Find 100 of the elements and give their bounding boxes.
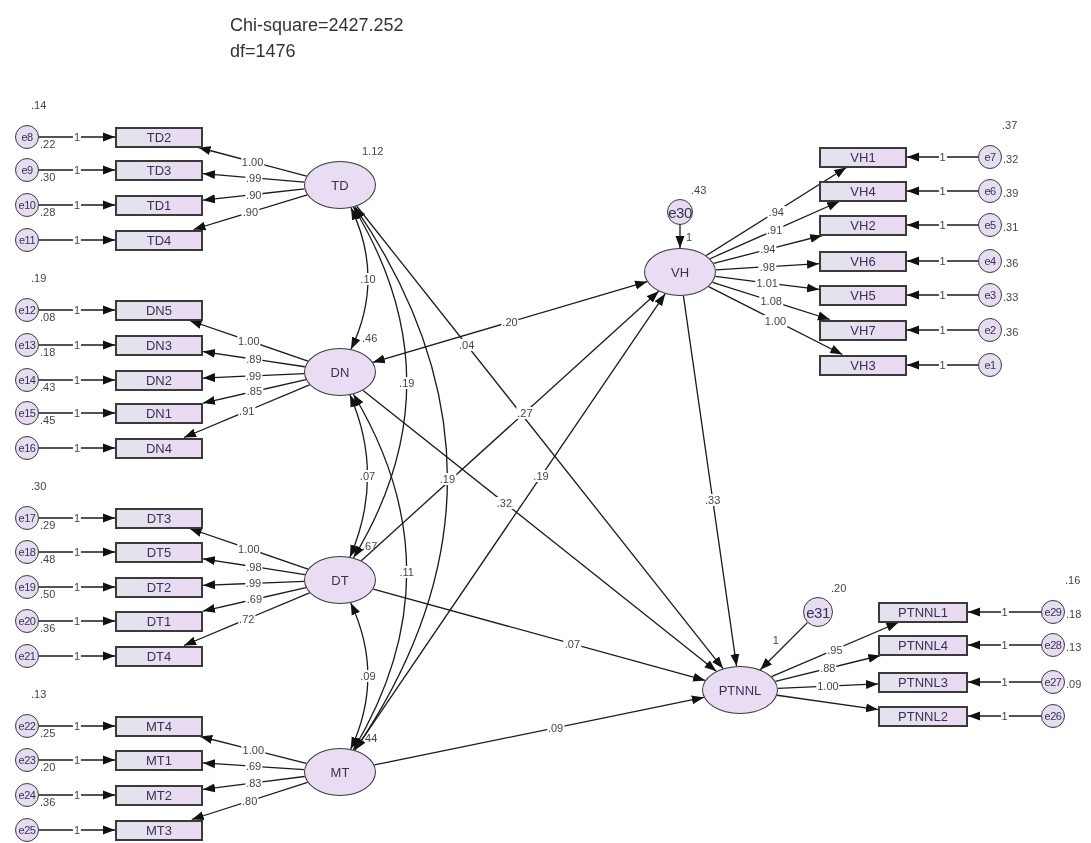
estimate-label: .36 bbox=[1003, 326, 1019, 338]
edge-label: 1 bbox=[72, 720, 82, 732]
estimate-label: .39 bbox=[1003, 187, 1019, 199]
edge-label: .20 bbox=[501, 316, 519, 328]
estimate-label: .29 bbox=[40, 519, 56, 531]
edge-label: 1 bbox=[72, 131, 82, 143]
arrow bbox=[709, 200, 840, 260]
edge-label: 1 bbox=[938, 289, 947, 301]
observed-variable-box: MT3 bbox=[115, 819, 203, 841]
observed-variable-box: MT4 bbox=[115, 715, 203, 737]
edge-label: .10 bbox=[359, 272, 377, 285]
edge-label: .09 bbox=[546, 721, 565, 734]
edge-label: .99 bbox=[245, 171, 263, 184]
edge-label: 1.00 bbox=[763, 314, 788, 327]
estimate-label: .45 bbox=[40, 414, 56, 426]
estimate-label: .48 bbox=[40, 553, 56, 565]
estimate-label: .18 bbox=[40, 346, 56, 358]
arrow bbox=[759, 621, 809, 671]
covariance-arrow bbox=[354, 206, 449, 751]
edge-label: 1 bbox=[938, 219, 947, 231]
edge-label: .91 bbox=[766, 224, 784, 237]
error-circle: e13 bbox=[15, 333, 39, 357]
arrow bbox=[38, 721, 116, 731]
observed-variable-box: DT1 bbox=[115, 610, 203, 632]
arrow bbox=[711, 281, 831, 321]
covariance-arrow bbox=[350, 602, 369, 750]
edge-label: 1.00 bbox=[237, 334, 261, 347]
edge-label: 1 bbox=[72, 407, 82, 419]
edge-label: 1.00 bbox=[237, 542, 261, 555]
arrow bbox=[183, 592, 311, 647]
error-circle: e29 bbox=[1041, 600, 1065, 624]
arrow bbox=[38, 132, 116, 142]
arrow bbox=[38, 790, 116, 800]
error-circle: e20 bbox=[15, 609, 39, 633]
observed-variable-box: DT3 bbox=[115, 507, 203, 529]
fit-statistic: df=1476 bbox=[230, 40, 296, 62]
edge-label: .91 bbox=[238, 405, 256, 418]
error-circle: e27 bbox=[1041, 670, 1065, 694]
edge-label: .85 bbox=[245, 385, 264, 398]
estimate-label: .20 bbox=[40, 761, 56, 773]
edge-label: .72 bbox=[238, 613, 256, 626]
arrow bbox=[38, 582, 116, 592]
arrow bbox=[372, 588, 706, 682]
arrow bbox=[906, 220, 979, 230]
error-circle: e12 bbox=[15, 298, 39, 322]
estimate-label: .50 bbox=[40, 588, 56, 600]
estimate-label: .67 bbox=[362, 540, 378, 552]
edge-label: 1 bbox=[72, 234, 82, 246]
edge-label: .98 bbox=[758, 260, 777, 273]
edge-label: .11 bbox=[398, 566, 415, 578]
edge-label: .09 bbox=[359, 670, 377, 682]
edge-label: 1.01 bbox=[755, 276, 779, 289]
error-circle: e2 bbox=[978, 318, 1002, 342]
arrow bbox=[675, 224, 685, 249]
estimate-label: .43 bbox=[40, 381, 56, 393]
edge-label: .33 bbox=[704, 493, 722, 506]
edge-label: 1 bbox=[1000, 639, 1009, 651]
estimate-label: .28 bbox=[40, 206, 56, 218]
error-circle: e28 bbox=[1041, 633, 1065, 657]
edge-label: .04 bbox=[458, 338, 476, 351]
edge-label: .83 bbox=[245, 776, 263, 789]
edge-label: 1.00 bbox=[241, 743, 266, 756]
edge-label: .69 bbox=[244, 760, 263, 773]
arrow bbox=[906, 360, 979, 370]
edge-label: .27 bbox=[516, 406, 534, 419]
estimate-label: .13 bbox=[31, 688, 47, 700]
edge-label: .69 bbox=[245, 593, 264, 606]
edge-label: 1 bbox=[1000, 710, 1009, 722]
disturbance-circle: e31 bbox=[803, 597, 833, 627]
arrow bbox=[38, 443, 116, 453]
arrow bbox=[906, 290, 979, 300]
error-circle: e19 bbox=[15, 575, 39, 599]
latent-variable-ellipse: VH bbox=[644, 248, 716, 296]
edge-label: 1 bbox=[938, 359, 947, 371]
estimate-label: .25 bbox=[40, 727, 56, 739]
arrow bbox=[967, 607, 1042, 617]
observed-variable-box: VH2 bbox=[819, 214, 907, 236]
observed-variable-box: PTNNL3 bbox=[878, 671, 968, 693]
error-circle: e17 bbox=[15, 506, 39, 530]
arrow bbox=[777, 680, 879, 689]
arrow bbox=[38, 825, 116, 835]
arrow bbox=[38, 375, 116, 385]
edge-label: .95 bbox=[826, 643, 844, 656]
arrow bbox=[712, 234, 823, 264]
covariance-arrow bbox=[350, 207, 369, 350]
arrow bbox=[373, 695, 705, 766]
edge-label: 1 bbox=[1000, 606, 1009, 618]
edge-label: 1 bbox=[72, 789, 82, 801]
arrow bbox=[967, 640, 1042, 650]
edge-label: 1 bbox=[938, 151, 947, 163]
arrow bbox=[38, 755, 116, 765]
edge-label: 1 bbox=[72, 199, 82, 211]
arrow bbox=[776, 694, 879, 713]
arrow bbox=[372, 280, 648, 364]
error-circle: e24 bbox=[15, 783, 39, 807]
error-circle: e8 bbox=[15, 125, 39, 149]
observed-variable-box: MT2 bbox=[115, 784, 203, 806]
error-circle: e14 bbox=[15, 368, 39, 392]
observed-variable-box: PTNNL2 bbox=[878, 705, 968, 727]
arrow bbox=[682, 295, 740, 667]
